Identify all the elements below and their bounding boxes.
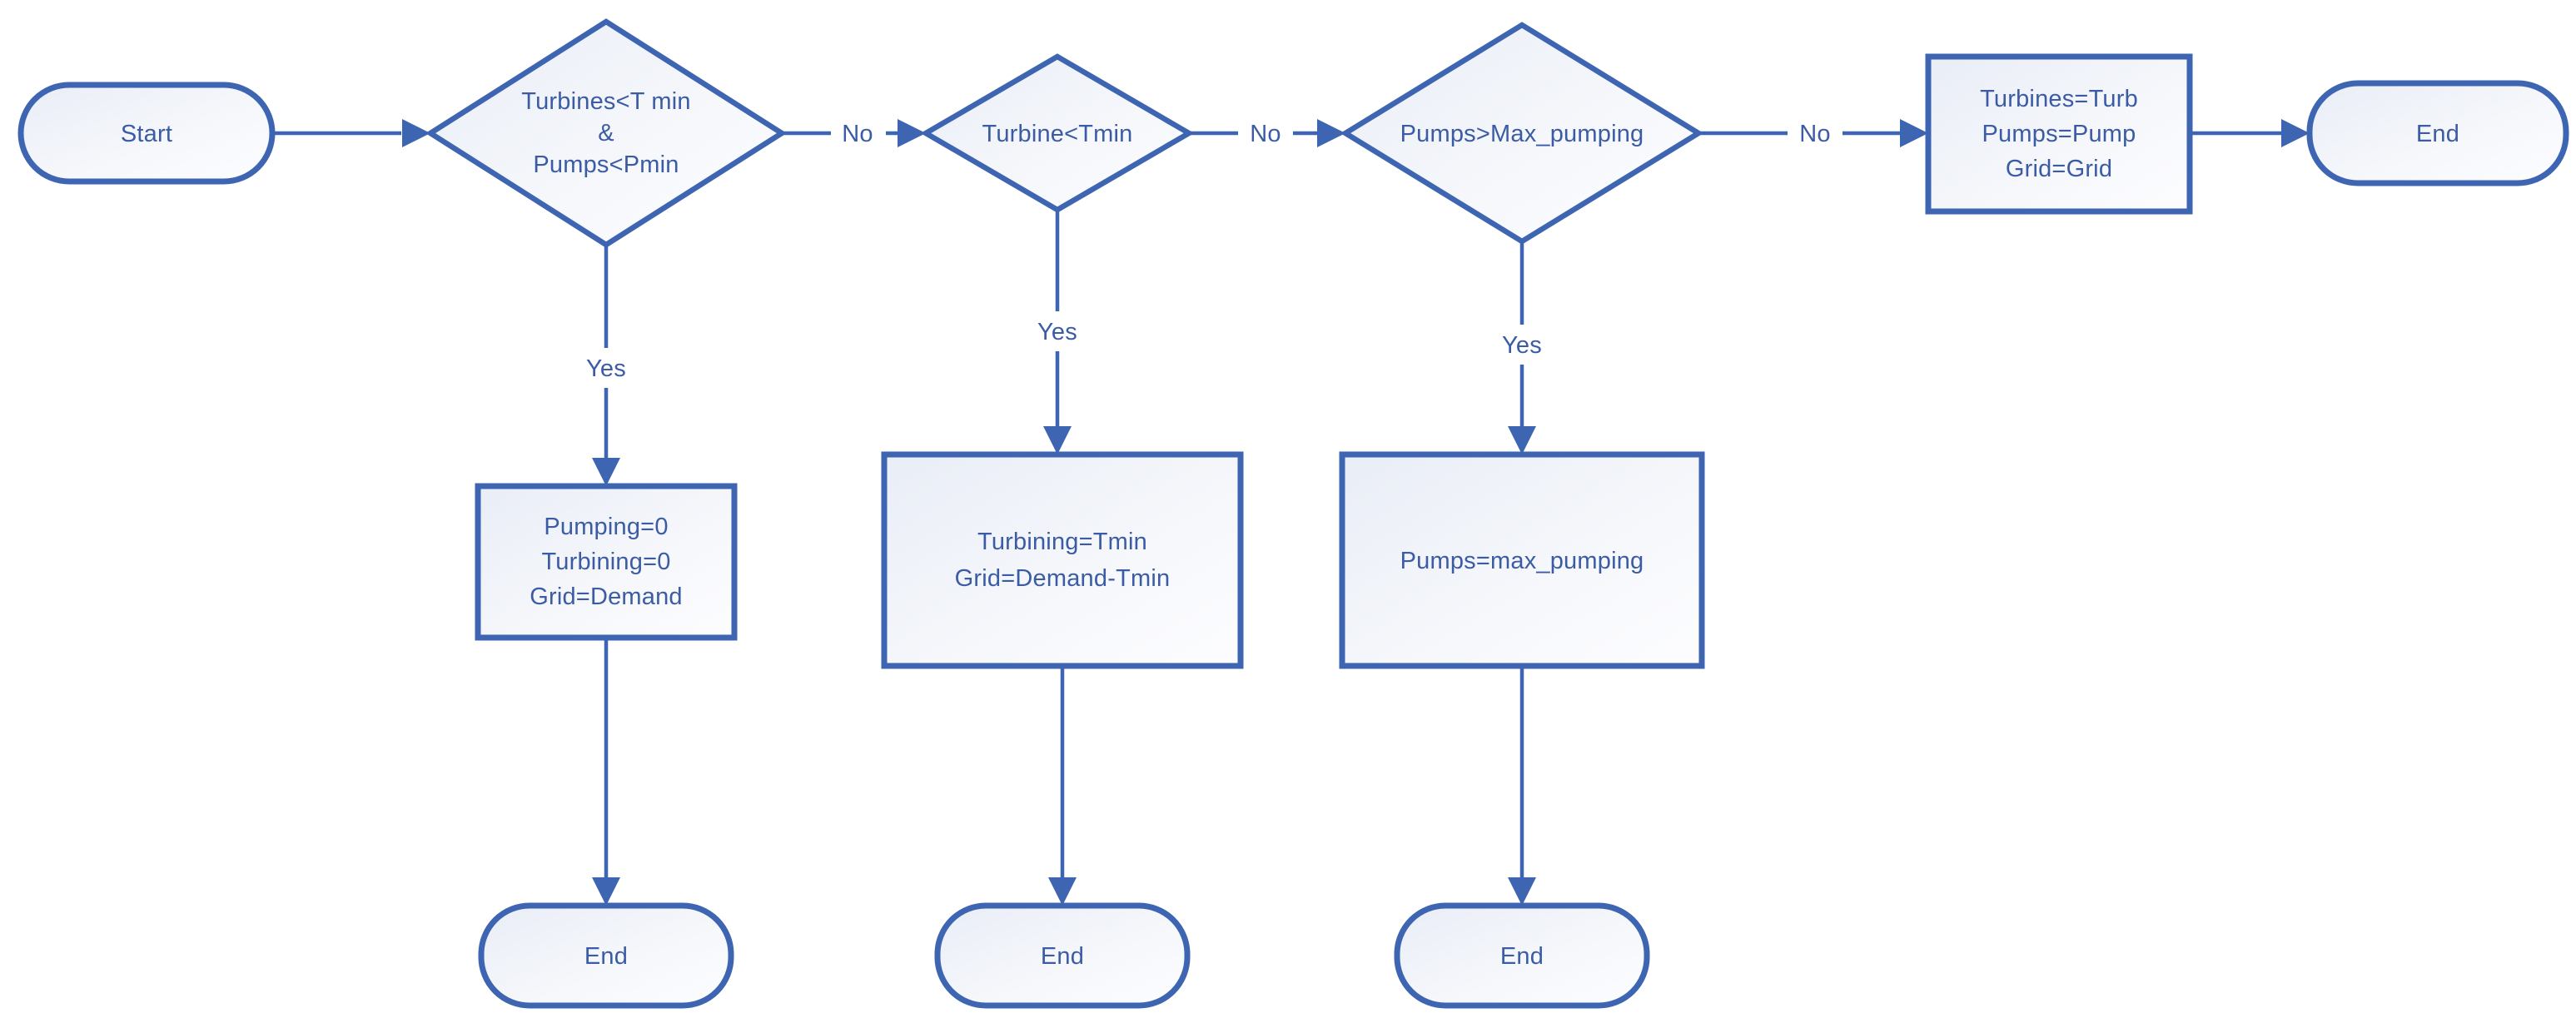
arrowhead-icon — [592, 877, 620, 906]
arrowhead-icon — [1508, 877, 1536, 906]
process-label-line1: Pumping=0 — [544, 514, 668, 540]
decision-node-min-check: Turbines<T min & Pumps<Pmin — [425, 18, 788, 248]
process-rect — [475, 483, 738, 641]
edge-label-no-1: No — [842, 121, 873, 147]
arrowhead-icon — [1508, 426, 1536, 454]
end-node-branch-1: End — [478, 902, 734, 1009]
start-label: Start — [121, 121, 172, 147]
edge-label-bg — [1490, 325, 1554, 365]
process-label-line3: Grid=Grid — [2006, 156, 2112, 182]
process-label-line3: Grid=Demand — [530, 584, 683, 610]
edge-label-bg — [1788, 113, 1842, 153]
connector-decision1-yes: Yes — [574, 245, 638, 486]
edge-label-bg — [1026, 311, 1089, 351]
end-label: End — [2416, 121, 2459, 147]
end-shape — [934, 902, 1191, 1009]
end-shape — [1394, 902, 1650, 1009]
end-node-branch-2: End — [934, 902, 1191, 1009]
process-rect — [1339, 451, 1705, 669]
start-shape — [17, 82, 276, 185]
decision-diamond — [425, 18, 788, 248]
decision-label: Turbine<Tmin — [982, 121, 1132, 147]
connector-start-to-decision1 — [272, 119, 430, 147]
connector-decision2-to-decision3: No — [1189, 113, 1345, 153]
edge-label-bg — [1238, 113, 1293, 153]
end-node-branch-3: End — [1394, 902, 1650, 1009]
connector-process2-to-end2 — [1048, 666, 1077, 906]
decision-node-turbine-min: Turbine<Tmin — [920, 53, 1195, 213]
end-label: End — [1500, 943, 1544, 970]
decision-label: Pumps>Max_pumping — [1400, 121, 1644, 147]
arrowhead-icon — [1900, 119, 1928, 147]
process-node-turbining-tmin: Turbining=Tmin Grid=Demand-Tmin — [881, 451, 1244, 669]
process-label: Pumps=max_pumping — [1400, 548, 1644, 574]
decision-node-max-pumping: Pumps>Max_pumping — [1340, 22, 1704, 245]
connector-decision1-to-decision2: No — [782, 113, 926, 153]
connector-decision2-yes: Yes — [1026, 210, 1089, 454]
arrowhead-icon — [592, 458, 620, 486]
edge-label-no-3: No — [1799, 121, 1830, 147]
process-node-pass-through: Turbines=Turb Pumps=Pump Grid=Grid — [1925, 53, 2193, 215]
end-shape — [478, 902, 734, 1009]
decision-label-line3: Pumps<Pmin — [533, 151, 679, 178]
arrowhead-icon — [1043, 426, 1072, 454]
edge-label-yes-3: Yes — [1502, 332, 1542, 359]
process-label-line1: Turbining=Tmin — [977, 529, 1147, 555]
process-rect — [1925, 53, 2193, 215]
connector-decision3-yes: Yes — [1490, 241, 1554, 454]
process-node-all-zero: Pumping=0 Turbining=0 Grid=Demand — [475, 483, 738, 641]
decision-diamond — [1340, 22, 1704, 245]
end-label: End — [584, 943, 628, 970]
process-label-line1: Turbines=Turb — [1980, 86, 2138, 112]
process-rect — [881, 451, 1244, 669]
arrowhead-icon — [1317, 119, 1345, 147]
arrowhead-icon — [2281, 119, 2310, 147]
arrowhead-icon — [898, 119, 926, 147]
end-node-main: End — [2306, 80, 2569, 186]
decision-diamond — [920, 53, 1195, 213]
process-label-line2: Grid=Demand-Tmin — [955, 565, 1171, 592]
process-node-max-pumping: Pumps=max_pumping — [1339, 451, 1705, 669]
process-label-line2: Turbining=0 — [541, 549, 670, 575]
process-label-line2: Pumps=Pump — [1982, 121, 2136, 147]
arrowhead-icon — [1048, 877, 1077, 906]
edge-label-no-2: No — [1250, 121, 1281, 147]
connector-decision3-to-process4: No — [1698, 113, 1928, 153]
end-shape — [2306, 80, 2569, 186]
decision-label-line2: & — [598, 120, 614, 147]
start-node: Start — [17, 82, 276, 185]
end-label: End — [1041, 943, 1084, 970]
connector-process4-to-end-main — [2190, 119, 2310, 147]
connector-process3-to-end3 — [1508, 666, 1536, 906]
decision-label-line1: Turbines<T min — [521, 88, 690, 115]
edge-label-yes-1: Yes — [586, 355, 626, 382]
edge-label-bg — [831, 113, 886, 153]
edge-label-yes-2: Yes — [1037, 319, 1077, 345]
edge-label-bg — [574, 348, 638, 388]
connector-process1-to-end1 — [592, 638, 620, 906]
arrowhead-icon — [402, 119, 430, 147]
